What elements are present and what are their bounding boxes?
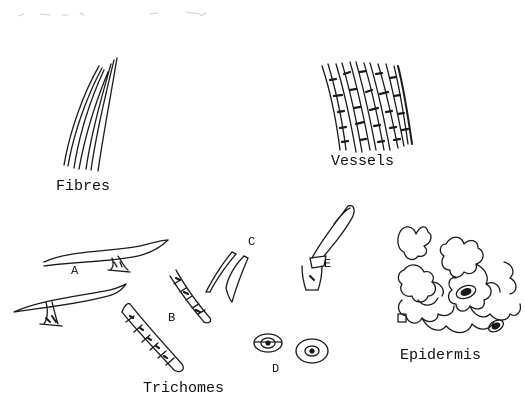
fibres-label: Fibres: [56, 179, 110, 194]
label-b: B: [168, 312, 175, 324]
vessels-label: Vessels: [331, 154, 394, 169]
epidermis-label: Epidermis: [400, 348, 481, 363]
label-a: A: [71, 265, 78, 277]
trichomes-label: Trichomes: [143, 381, 224, 396]
trichome-e-drawing: [302, 206, 354, 290]
trichome-a-second-drawing: [14, 284, 126, 326]
label-c: C: [248, 236, 255, 248]
fibres-drawing: [64, 58, 117, 171]
trichome-c-drawing: [206, 252, 248, 302]
label-e: E: [324, 258, 331, 270]
trichome-b-drawing: [170, 270, 211, 323]
scan-artifact: [18, 12, 206, 16]
trichome-a-drawing: [44, 240, 168, 272]
epidermis-drawing: [398, 227, 520, 334]
vessels-drawing: [322, 62, 412, 152]
trichome-d-drawing: [254, 334, 328, 363]
label-d: D: [272, 363, 279, 375]
